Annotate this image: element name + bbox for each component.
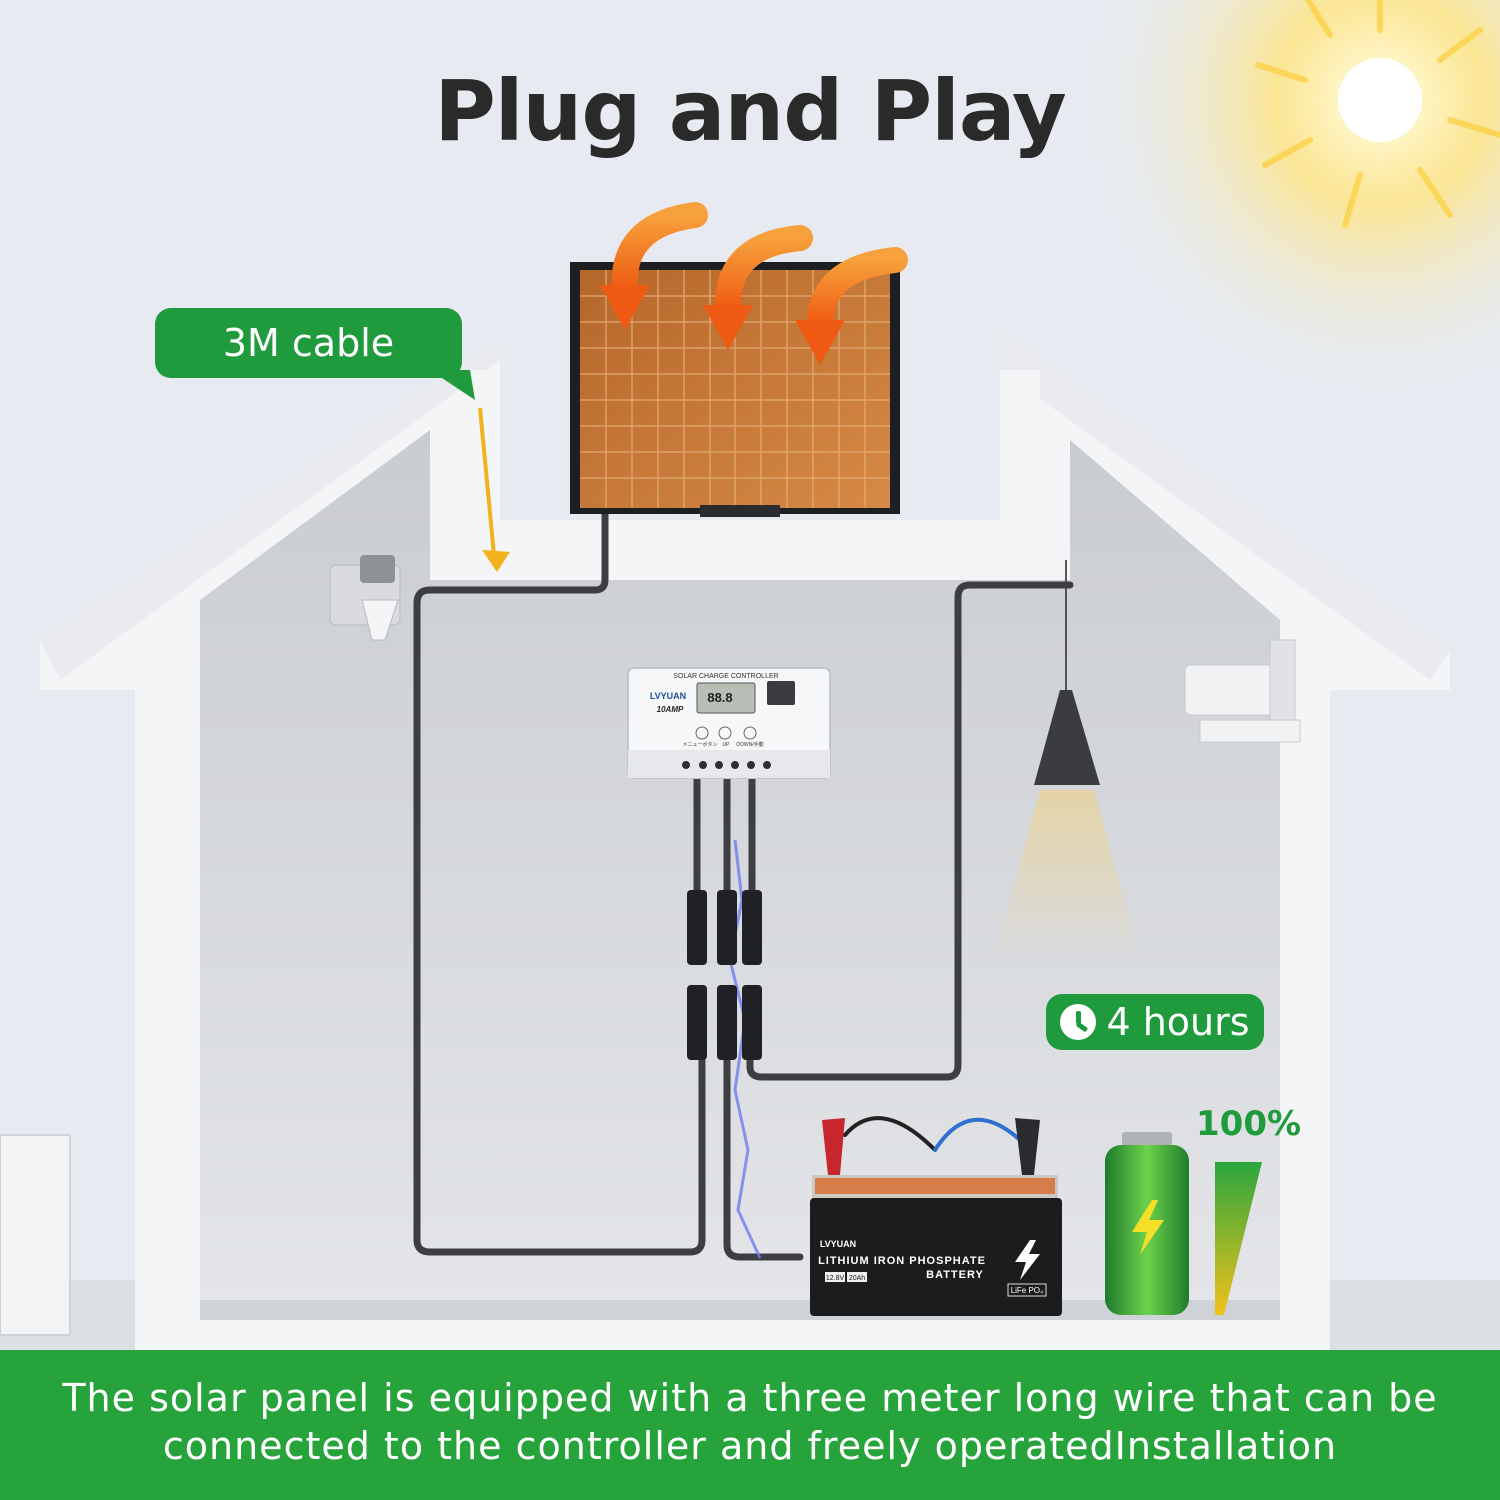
- charge-level-wedge: [1215, 1162, 1262, 1315]
- lightning-icon: [1015, 1240, 1040, 1280]
- security-camera-right: [1184, 639, 1301, 743]
- battery-line1: LITHIUM IRON PHOSPHATE: [818, 1255, 986, 1267]
- security-camera-left: [329, 555, 401, 641]
- charge-time-callout: 4 hours: [1046, 994, 1264, 1050]
- battery-brand: LVYUAN: [820, 1239, 856, 1249]
- load-cable: [746, 581, 1074, 1081]
- battery-cable: [723, 1056, 804, 1261]
- footer-text: The solar panel is equipped with a three…: [62, 1376, 1438, 1468]
- controller-label: SOLAR CHARGE CONTROLLER: [673, 673, 778, 680]
- charge-controller: SOLAR CHARGE CONTROLLER LVYUAN 10AMP 88.…: [627, 667, 831, 779]
- pendant-lamp: [994, 560, 1140, 960]
- battery-voltage: 12.8V: [826, 1275, 845, 1282]
- sunlight-arrows: [611, 202, 908, 338]
- battery-line2: BATTERY: [926, 1269, 984, 1281]
- footer-banner: [0, 1350, 1500, 1500]
- sun-icon: [1080, 0, 1500, 400]
- sae-connectors: [687, 890, 762, 1060]
- page-title: Plug and Play: [434, 62, 1067, 160]
- cable-callout-label: 3M cable: [222, 321, 395, 365]
- clock-icon: [1060, 1004, 1097, 1040]
- battery-capacity: 20Ah: [849, 1275, 865, 1282]
- controller-brand: LVYUAN: [650, 691, 686, 701]
- controller-button-up: UP: [723, 742, 731, 748]
- panel-cable: [413, 508, 706, 1256]
- cable-callout: 3M cable: [155, 308, 462, 378]
- down-arrow-icon: [478, 407, 510, 572]
- controller-button-down: DOWN/手動: [736, 741, 763, 748]
- battery-chemistry: LiFe PO₄: [1011, 1286, 1044, 1295]
- charge-percent: 100%: [1196, 1104, 1302, 1144]
- charge-time-label: 4 hours: [1106, 1000, 1250, 1044]
- lithium-battery: LVYUAN LITHIUM IRON PHOSPHATE BATTERY 12…: [810, 1175, 1062, 1316]
- controller-rating: 10AMP: [657, 705, 684, 714]
- controller-display: 88.8: [707, 690, 732, 705]
- controller-button-menu: メニューボタン: [682, 741, 717, 748]
- battery-charge-icon: [1105, 1132, 1189, 1315]
